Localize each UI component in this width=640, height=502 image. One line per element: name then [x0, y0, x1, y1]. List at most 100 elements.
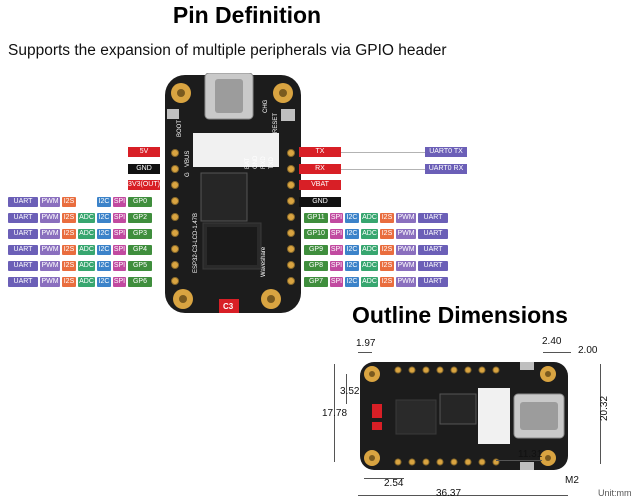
dim-line-left-short: [346, 374, 347, 404]
label-3v3-out: 3V3(OUT): [128, 180, 160, 190]
tag-pwm: PWM: [396, 245, 416, 255]
tag-gp4: GP4: [128, 245, 152, 255]
left-row-gp6: UART PWM I2S ADC I2C SPI GP6: [8, 277, 152, 287]
tag-i2c: I2C: [97, 197, 111, 207]
unit-label: Unit:mm: [598, 488, 632, 498]
tag-i2c: I2C: [97, 277, 111, 287]
board-top-view: BOOT VBUS G RESET TXD RXD GND BAT CHG ES…: [165, 73, 301, 313]
dim-line-bottom-mid: [496, 460, 542, 461]
tag-adc: ADC: [361, 277, 378, 287]
label-tx: TX: [299, 147, 341, 157]
tag-pwm: PWM: [396, 261, 416, 271]
tag-spi: SPI: [330, 213, 343, 223]
left-row-gp2: UART PWM I2S ADC I2C SPI GP2: [8, 213, 152, 223]
board-chip-label: ESP32-C3-LCD-1.47B: [193, 213, 199, 273]
right-row-gp11: GP11 SPI I2C ADC I2S PWM UART: [304, 213, 448, 223]
dim-m2: M2: [565, 475, 579, 486]
tag-gp0: GP0: [128, 197, 152, 207]
label-vbat: VBAT: [299, 180, 341, 190]
page-subtitle: Supports the expansion of multiple perip…: [8, 42, 447, 59]
tag-adc: ADC: [361, 261, 378, 271]
dim-line-left-vertical: [334, 364, 335, 462]
tag-i2s: I2S: [62, 197, 76, 207]
tag-i2c: I2C: [97, 261, 111, 271]
right-row-gp10: GP10 SPI I2C ADC I2S PWM UART: [304, 229, 448, 239]
board-label-rxd: RXD: [261, 156, 267, 169]
dim-line-bottom: [358, 495, 568, 496]
tag-adc: ADC: [361, 229, 378, 239]
board-label-reset: RESET: [273, 113, 279, 133]
dim-line-top-left: [358, 352, 372, 353]
tag-spi: SPI: [113, 229, 126, 239]
tag-gp10: GP10: [304, 229, 328, 239]
right-row-gp8: GP8 SPI I2C ADC I2S PWM UART: [304, 261, 448, 271]
tag-i2s: I2S: [62, 245, 76, 255]
tag-pwm: PWM: [40, 277, 60, 287]
tag-spi: SPI: [330, 245, 343, 255]
tag-spi: SPI: [113, 245, 126, 255]
dim-3-52: 3.52: [340, 386, 360, 397]
tag-i2c: I2C: [345, 213, 359, 223]
tag-pwm: PWM: [40, 261, 60, 271]
board-outline-view: [360, 362, 568, 470]
tag-empty: [78, 197, 95, 207]
label-gnd-left: GND: [128, 164, 160, 174]
tag-uart: UART: [8, 229, 38, 239]
tag-uart: UART: [418, 261, 448, 271]
tag-spi: SPI: [330, 261, 343, 271]
dim-11-31: 11.31: [518, 449, 543, 460]
tag-adc: ADC: [361, 213, 378, 223]
tag-i2s: I2S: [380, 213, 394, 223]
tag-uart: UART: [418, 245, 448, 255]
tag-uart: UART: [8, 197, 38, 207]
tag-uart: UART: [418, 277, 448, 287]
left-row-gp4: UART PWM I2S ADC I2C SPI GP4: [8, 245, 152, 255]
dim-1-97: 1.97: [356, 338, 376, 349]
tag-i2s: I2S: [62, 277, 76, 287]
tag-gp8: GP8: [304, 261, 328, 271]
label-5v: 5V: [128, 147, 160, 157]
tag-pwm: PWM: [40, 213, 60, 223]
tag-gp3: GP3: [128, 229, 152, 239]
tag-uart: UART: [8, 261, 38, 271]
tag-gp7: GP7: [304, 277, 328, 287]
tag-i2c: I2C: [97, 229, 111, 239]
tag-uart: UART: [8, 277, 38, 287]
right-row-gp9: GP9 SPI I2C ADC I2S PWM UART: [304, 245, 448, 255]
board-label-chg: CHG: [263, 99, 269, 113]
tag-i2c: I2C: [345, 261, 359, 271]
tag-pwm: PWM: [396, 277, 416, 287]
tag-i2s: I2S: [62, 229, 76, 239]
board-label-boot: BOOT: [177, 120, 183, 137]
tag-gp6: GP6: [128, 277, 152, 287]
tag-spi: SPI: [113, 197, 126, 207]
tag-adc: ADC: [78, 245, 95, 255]
tag-uart: UART: [418, 229, 448, 239]
tag-i2s: I2S: [62, 261, 76, 271]
tag-gp5: GP5: [128, 261, 152, 271]
dim-20-32: 20.32: [599, 395, 611, 422]
tag-pwm: PWM: [40, 245, 60, 255]
tag-i2s: I2S: [62, 213, 76, 223]
dim-2-54: 2.54: [384, 478, 404, 489]
rx-leader-line: [341, 169, 425, 170]
tag-spi: SPI: [113, 277, 126, 287]
tag-pwm: PWM: [396, 229, 416, 239]
left-row-gp5: UART PWM I2S ADC I2C SPI GP5: [8, 261, 152, 271]
tag-uart: UART: [8, 245, 38, 255]
outline-title: Outline Dimensions: [352, 302, 568, 328]
right-row-gp7: GP7 SPI I2C ADC I2S PWM UART: [304, 277, 448, 287]
tag-gp9: GP9: [304, 245, 328, 255]
left-row-gp3: UART PWM I2S ADC I2C SPI GP3: [8, 229, 152, 239]
tag-i2c: I2C: [345, 229, 359, 239]
board-label-gnd: GND: [253, 155, 259, 169]
tag-gp11: GP11: [304, 213, 328, 223]
tag-i2c: I2C: [97, 245, 111, 255]
dim-line-bottom-short: [364, 478, 404, 479]
dim-line-top-right: [543, 352, 571, 353]
tag-adc: ADC: [78, 261, 95, 271]
tag-i2c: I2C: [97, 213, 111, 223]
board-label-txd: TXD: [269, 156, 275, 169]
board-label-g: G: [185, 172, 191, 177]
tag-pwm: PWM: [396, 213, 416, 223]
